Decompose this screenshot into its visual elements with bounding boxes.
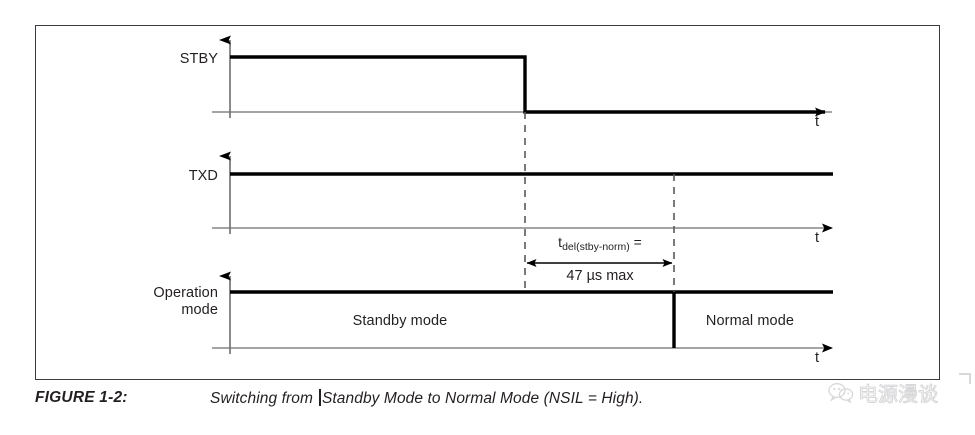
timing-equals: = [633, 234, 642, 250]
watermark-corner-bracket [959, 373, 971, 384]
axis-label-t-operation-mode: t [815, 350, 820, 366]
axis-label-t-stby: t [815, 114, 820, 130]
timing-subscript: del(stby-norm) [562, 240, 630, 253]
watermark-text: 电源漫谈 [858, 381, 939, 406]
timing-symbol: t [558, 234, 563, 250]
figure-caption-tag: FIGURE 1-2: [35, 389, 128, 406]
signal-label-stby: STBY [179, 51, 218, 67]
figure-caption-text[interactable]: Switching from Standby Mode to Normal Mo… [210, 389, 643, 408]
caption-text-after-caret: Standby Mode to Normal Mode (NSIL = High… [321, 390, 644, 407]
signal-label-operation-mode: Operation mode [153, 285, 218, 318]
signal-label-txd: TXD [188, 168, 218, 184]
wechat-icon [828, 383, 854, 403]
timing-symbol-annotation: tdel(stby-norm) = [500, 234, 700, 253]
timing-value: 47 µs max [566, 268, 634, 284]
caption-text-before-caret: Switching from [210, 390, 318, 407]
mode-label-standby: Standby mode [352, 313, 448, 329]
axis-label-t-txd: t [815, 230, 820, 246]
figure-caption: FIGURE 1-2: Switching from Standby Mode … [35, 389, 940, 419]
watermark: 电源漫谈 [828, 372, 973, 412]
text-cursor-caret [319, 389, 321, 406]
mode-label-normal: Normal mode [705, 313, 795, 329]
